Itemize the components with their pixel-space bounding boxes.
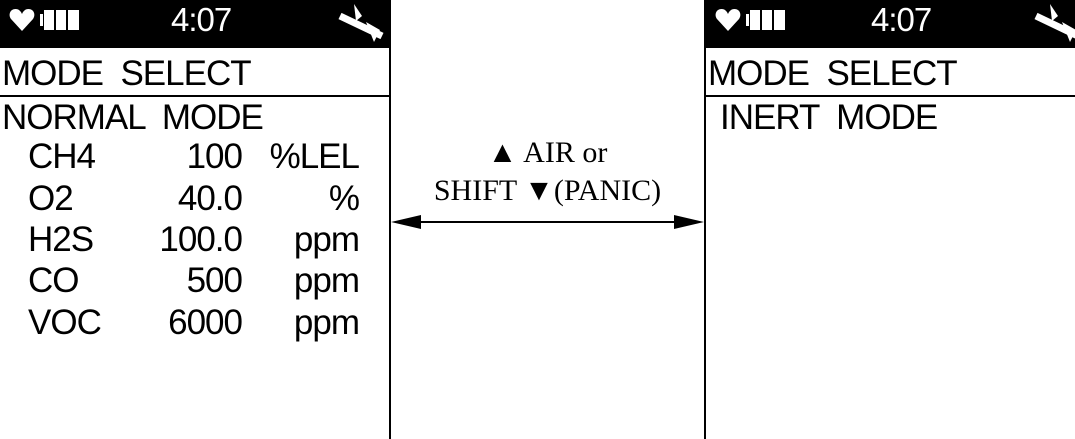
sensor-value: 500 (186, 261, 243, 300)
heart-icon (9, 9, 35, 31)
sensor-row-co: CO 500 ppm (0, 261, 389, 301)
transition-label-line2: SHIFT ▼(PANIC) (433, 174, 662, 207)
sensor-unit: % (328, 179, 360, 218)
mode-select-title: MODE SELECT (708, 54, 958, 93)
sensor-name: O2 (28, 179, 74, 218)
title-divider (706, 95, 1075, 97)
sensor-unit: ppm (293, 303, 360, 342)
sensor-unit: %LEL (269, 137, 360, 176)
transition-label-line1: ▲ AIR or (487, 136, 608, 169)
sensor-value: 100.0 (159, 220, 243, 259)
right-display-screen: 4:07 MODE SELECT INERT MODE (704, 0, 1075, 439)
sensor-name: H2S (28, 220, 94, 259)
sensor-name: VOC (28, 303, 102, 342)
sensor-row-voc: VOC 6000 ppm (0, 303, 389, 343)
status-bar: 4:07 (706, 0, 1075, 48)
current-mode-label: NORMAL MODE (2, 98, 264, 137)
current-mode-label: INERT MODE (720, 98, 938, 137)
fan-icon (338, 4, 384, 42)
sensor-name: CH4 (28, 137, 96, 176)
sensor-row-ch4: CH4 100 %LEL (0, 137, 389, 177)
mode-select-title: MODE SELECT (2, 54, 252, 93)
battery-icon (40, 10, 79, 30)
status-bar: 4:07 (0, 0, 389, 48)
clock: 4:07 (871, 1, 932, 38)
sensor-value: 6000 (168, 303, 243, 342)
sensor-value: 40.0 (177, 179, 243, 218)
sensor-unit: ppm (293, 220, 360, 259)
sensor-unit: ppm (293, 261, 360, 300)
sensor-row-o2: O2 40.0 % (0, 179, 389, 219)
battery-icon (746, 10, 785, 30)
sensor-value: 100 (186, 137, 243, 176)
title-divider (0, 95, 389, 97)
sensor-row-h2s: H2S 100.0 ppm (0, 220, 389, 260)
double-headed-arrow (391, 215, 704, 229)
heart-icon (715, 9, 741, 31)
fan-icon (1034, 4, 1075, 42)
left-display-screen: 4:07 MODE SELECT NORMAL MODE CH4 100 %LE… (0, 0, 391, 439)
clock: 4:07 (171, 1, 232, 38)
sensor-name: CO (28, 261, 79, 300)
